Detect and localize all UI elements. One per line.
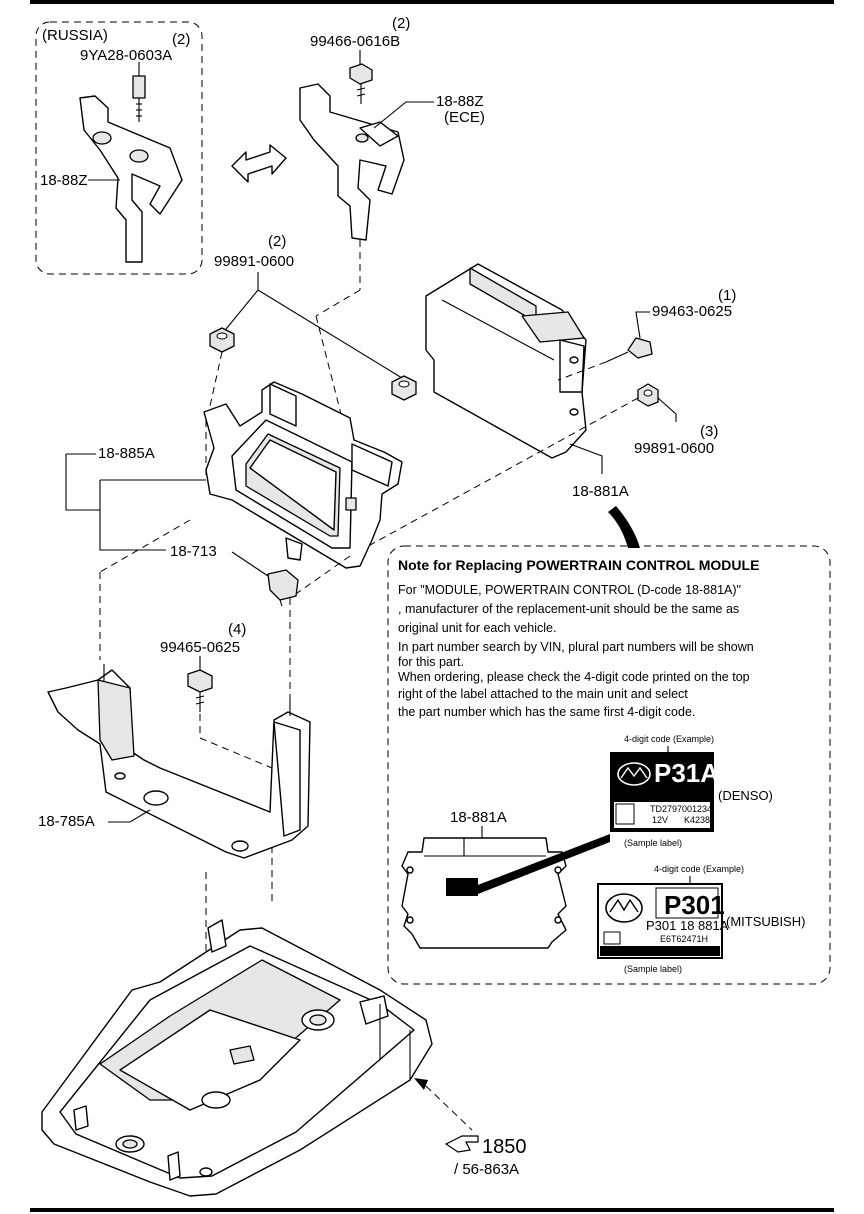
note-title: Note for Replacing POWERTRAIN CONTROL MO… — [398, 557, 759, 573]
mitsubishi-sample-label — [597, 883, 723, 959]
tray-arrow-icon — [414, 1078, 428, 1090]
denso-code: P31A — [654, 758, 719, 788]
note-line-3: original unit for each vehicle. — [398, 621, 556, 635]
mitsubishi-caption: 4-digit code (Example) — [654, 864, 744, 874]
mazda-logo-icon — [605, 893, 643, 923]
main-bracket-icon[interactable] — [203, 381, 403, 569]
denso-caption: 4-digit code (Example) — [624, 734, 714, 744]
denso-line4a: 12V — [652, 815, 668, 825]
nut-right-label: 99891-0600 — [634, 440, 714, 457]
russia-bolt-icon[interactable] — [132, 75, 146, 122]
denso-maker: (DENSO) — [718, 788, 773, 803]
russia-qty-label: (2) — [172, 31, 190, 48]
ref-main-label: 1850 — [482, 1136, 527, 1158]
note-line-1: For "MODULE, POWERTRAIN CONTROL (D-code … — [398, 583, 741, 597]
main-bracket-label: 18-885A — [98, 445, 155, 462]
mitsubishi-line3: E6T62471H — [660, 934, 708, 944]
denso-line2: P31A 18 881A — [620, 786, 703, 801]
russia-region-label: (RUSSIA) — [42, 27, 108, 44]
denso-line3: TD2797001234 — [650, 804, 712, 814]
bolt-right-label: 99463-0625 — [652, 303, 732, 320]
mitsubishi-line2: P301 18 881A — [646, 918, 729, 933]
nut-label: 99891-0600 — [214, 253, 294, 270]
nut-left-icon[interactable] — [209, 327, 235, 353]
russia-variant-box — [35, 21, 203, 275]
bolt-top-qty-label: (2) — [392, 15, 410, 32]
note-box — [387, 545, 831, 985]
clip-label: 18-713 — [170, 543, 217, 560]
note-line-7: right of the label attached to the main … — [398, 687, 688, 701]
ece-region-label: (ECE) — [444, 109, 485, 126]
ref-sub-label: / 56-863A — [454, 1161, 519, 1178]
nut-right-qty-label: (3) — [700, 423, 718, 440]
mitsubishi-code: P301 — [664, 890, 725, 920]
mazda-logo-icon — [617, 762, 651, 786]
clip-icon[interactable] — [267, 569, 299, 607]
denso-sample-label — [610, 752, 714, 832]
denso-line4b: K4238 — [684, 815, 710, 825]
top-bolt-icon[interactable] — [349, 63, 373, 104]
denso-sample: (Sample label) — [624, 838, 682, 848]
russia-bracket-label: 18-88Z — [40, 172, 88, 189]
nut-right-icon[interactable] — [391, 375, 417, 401]
note-pointer-icon — [608, 506, 640, 548]
ece-bracket-label: 18-88Z — [436, 93, 484, 110]
note-line-5: for this part. — [398, 655, 464, 669]
bolt-right-qty-label: (1) — [718, 287, 736, 304]
note-unit-label: 18-881A — [450, 809, 507, 826]
mitsubishi-sample: (Sample label) — [624, 964, 682, 974]
pcm-label: 18-881A — [572, 483, 629, 500]
note-line-8: the part number which has the same first… — [398, 705, 695, 719]
lower-bolt-icon[interactable] — [187, 669, 213, 712]
bolt-lower-qty-label: (4) — [228, 621, 246, 638]
russia-bracket-icon[interactable] — [79, 95, 183, 263]
battery-tray-icon[interactable] — [41, 919, 433, 1197]
hand-pointer-icon — [444, 1135, 479, 1153]
mitsubishi-maker: (MITSUBISH) — [726, 914, 805, 929]
note-line-6: When ordering, please check the 4-digit … — [398, 670, 750, 684]
double-arrow-icon — [231, 144, 287, 183]
ece-bracket-icon[interactable] — [299, 83, 405, 241]
bolt-top-label: 99466-0616B — [310, 33, 400, 50]
lower-bracket-label: 18-785A — [38, 813, 95, 830]
right-nut-icon[interactable] — [637, 383, 659, 407]
lower-bracket-icon[interactable] — [47, 664, 311, 859]
note-line-2: , manufacturer of the replacement-unit s… — [398, 602, 739, 616]
top-border — [30, 0, 834, 4]
russia-part-label: 9YA28-0603A — [80, 47, 172, 64]
pcm-module-icon[interactable] — [425, 263, 587, 459]
bottom-border — [30, 1208, 834, 1212]
bolt-lower-label: 99465-0625 — [160, 639, 240, 656]
note-pcm-icon — [401, 834, 610, 949]
right-bolt-icon[interactable] — [605, 337, 653, 363]
nut-qty-label: (2) — [268, 233, 286, 250]
note-line-4: In part number search by VIN, plural par… — [398, 640, 754, 654]
